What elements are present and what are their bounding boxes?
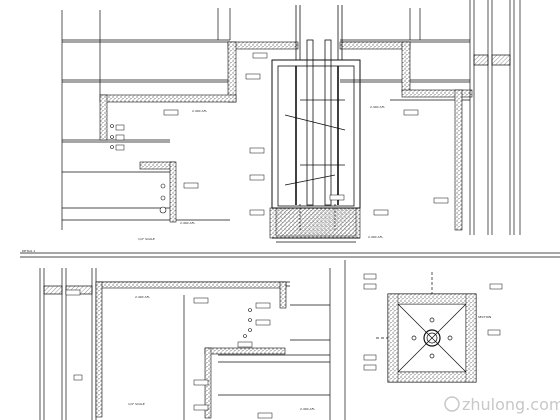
elev-label-b: 2.400 AFL [370,105,385,109]
scale-label-main: 1/4" SCALE [138,237,155,241]
plan-tags [363,273,503,371]
plan-border-hatch [387,293,477,383]
section-divider: DETAIL 1 [20,249,560,258]
circle-markers [110,124,167,214]
watermark: zhulong.com [444,395,560,414]
lower-tag-boxes [65,289,273,419]
shaft-base-hatch [275,207,357,237]
elev-label-d: 2.400 AFL [368,235,383,239]
elev-label-e: 2.400 AFL [135,295,150,299]
scale-label-lower: 1/4" SCALE [128,402,145,406]
tag-boxes [115,52,449,216]
lower-elevation [39,268,331,420]
watermark-text: zhulong.com [462,395,560,414]
right-columns [469,0,521,235]
elev-label-c: 2.400 AFL [180,221,195,225]
elev-label-a: 2.400 AFL [192,109,207,113]
section-title: DETAIL 1 [22,249,35,253]
lower-wall-bands [95,281,287,419]
main-elevation [61,8,470,230]
detail-caption: SECTION [478,315,491,319]
elevation-labels: 2.400 AFL 2.400 AFL 2.400 AFL 2.400 AFL … [128,105,385,411]
central-shaft [271,5,361,243]
lower-circle-markers [243,308,252,338]
elev-label-f: 2.400 AFL [300,407,315,411]
